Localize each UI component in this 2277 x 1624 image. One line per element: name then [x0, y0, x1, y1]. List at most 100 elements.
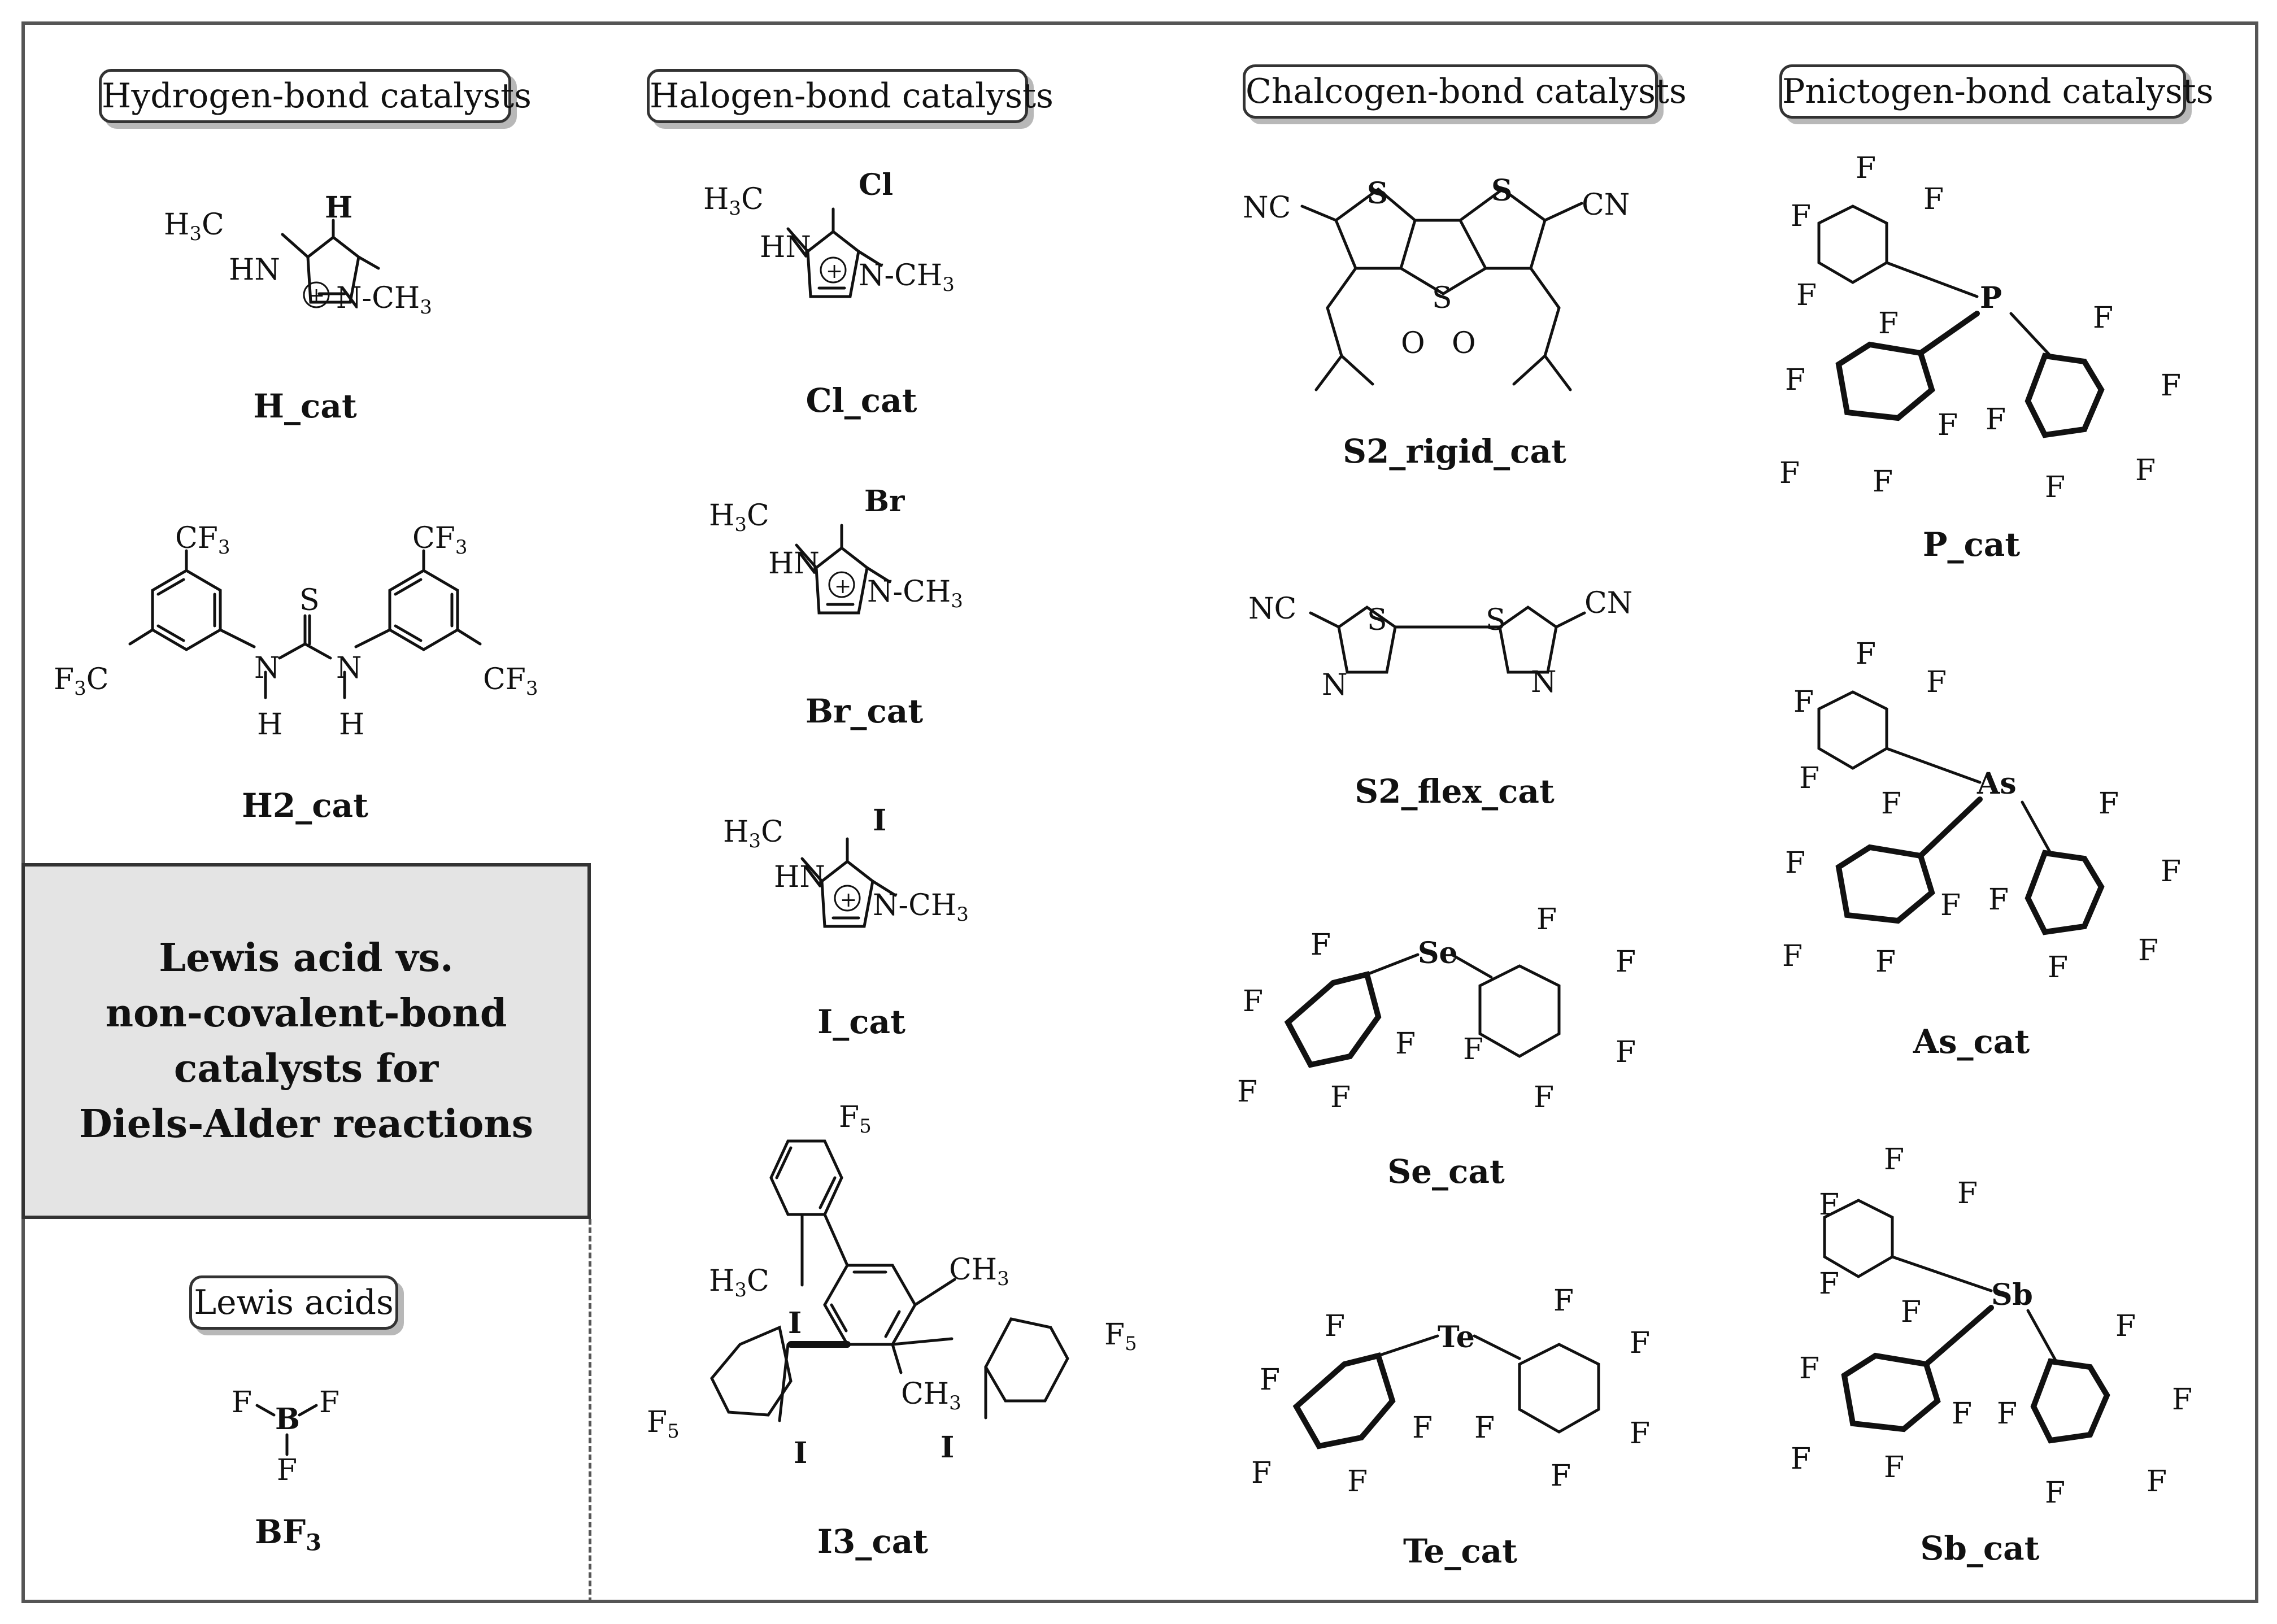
structure-s2-flex	[1309, 605, 1586, 674]
f-sb-3: F	[1957, 1177, 1978, 1211]
f-te-8: F	[1474, 1411, 1495, 1445]
atom-o-a: O	[1401, 326, 1425, 360]
f-p-3: F	[1923, 182, 1944, 216]
atom-f5-b: F5	[1104, 1318, 1137, 1355]
f-te-9: F	[1630, 1417, 1650, 1451]
atom-hn: HN	[229, 253, 280, 287]
atom-cf3-a: CF3	[175, 521, 230, 559]
structure-as-cat	[1817, 690, 2105, 935]
f-se-6: F	[1536, 903, 1557, 937]
structure-i3-cat	[710, 1139, 1069, 1422]
f-se-2: F	[1243, 985, 1263, 1018]
label-se-cat: Se_cat	[1387, 1152, 1505, 1191]
atom-n-a: N	[254, 651, 280, 685]
f-se-9: F	[1616, 1035, 1636, 1069]
atom-br: Br	[864, 484, 905, 519]
bf3-base: BF	[254, 1513, 306, 1551]
atom-f5-a: F5	[839, 1100, 872, 1138]
f-se-1: F	[1311, 928, 1331, 962]
structure-h-cat	[281, 219, 380, 308]
f-sb-8: F	[1791, 1442, 1811, 1476]
f-te-7: F	[1630, 1326, 1650, 1360]
header-pnictogen-bond: Pnictogen-bond catalysts	[1779, 64, 2214, 119]
atom-s-sulfone: S	[1432, 281, 1452, 315]
f-p-14: F	[2045, 471, 2065, 504]
f-as-2: F	[1793, 685, 1814, 719]
charge-plus-i: +	[840, 889, 857, 912]
f-as-6: F	[1785, 846, 1805, 880]
f-se-5: F	[1330, 1081, 1351, 1114]
atom-h3c-i: H3C	[723, 815, 783, 852]
atom-nch3: N-CH3	[336, 281, 432, 319]
label-te-cat: Te_cat	[1403, 1532, 1518, 1570]
structure-p-cat	[1817, 204, 2105, 438]
title-line-2: non-covalent-bond	[105, 991, 507, 1036]
structure-i-cat	[800, 837, 897, 928]
atom-b: B	[275, 1402, 300, 1436]
header-hydrogen-bond: Hydrogen-bond catalysts	[99, 69, 532, 123]
structure-se-cat	[1284, 953, 1561, 1068]
atom-f-bf-2: F	[319, 1386, 339, 1420]
f-sb-13: F	[2147, 1465, 2167, 1499]
f-as-4: F	[1799, 761, 1819, 795]
f-p-12: F	[1986, 403, 2006, 437]
structure-s2-rigid	[1300, 187, 1583, 391]
f-p-9: F	[1873, 465, 1893, 499]
f-as-3: F	[1926, 665, 1947, 699]
f-te-4: F	[1251, 1456, 1272, 1490]
f-as-13: F	[2138, 934, 2158, 968]
atom-h-b: H	[339, 708, 364, 742]
atom-s-flex-b: S	[1486, 603, 1506, 637]
charge-plus-cl: +	[826, 260, 843, 283]
atom-i: I	[873, 803, 886, 838]
atom-i-i3-a: I	[788, 1306, 802, 1340]
atom-f3c: F3C	[54, 663, 109, 700]
f-te-5: F	[1347, 1465, 1368, 1499]
f-as-1: F	[1856, 637, 1876, 671]
atom-cn-rigid: CN	[1582, 188, 1630, 222]
atom-hn-i: HN	[774, 860, 825, 894]
atom-o-b: O	[1452, 326, 1476, 360]
bf3-sub: 3	[306, 1529, 322, 1556]
header-lewis-acids: Lewis acids	[189, 1275, 398, 1330]
f-as-11: F	[2161, 855, 2181, 889]
atom-s-rigid-b: S	[1491, 173, 1513, 208]
f-te-6: F	[1553, 1284, 1574, 1318]
label-i3-cat: I3_cat	[817, 1522, 929, 1561]
header-halogen-bond: Halogen-bond catalysts	[647, 69, 1053, 123]
label-bf3: BF3	[255, 1513, 321, 1556]
label-h2-cat: H2_cat	[242, 786, 368, 825]
f-as-7: F	[1940, 889, 1961, 922]
f-te-1: F	[1325, 1309, 1345, 1343]
f-se-4: F	[1237, 1075, 1257, 1109]
f-sb-14: F	[2045, 1476, 2065, 1510]
f-se-7: F	[1616, 945, 1636, 979]
label-s2-flex-cat: S2_flex_cat	[1355, 772, 1555, 811]
atom-p: P	[1980, 281, 2002, 315]
atom-f-bf-3: F	[277, 1453, 297, 1487]
label-cl-cat: Cl_cat	[806, 381, 917, 420]
atom-ch3-i3-a: CH3	[949, 1253, 1009, 1290]
atom-te: Te	[1438, 1320, 1475, 1355]
f-sb-4: F	[1819, 1267, 1839, 1301]
atom-nch3-i: N-CH3	[873, 889, 969, 926]
atom-cf3-b: CF3	[412, 521, 468, 559]
f-p-6: F	[1785, 363, 1805, 397]
atom-f-bf-1: F	[232, 1386, 252, 1420]
label-br-cat: Br_cat	[805, 692, 924, 730]
dashed-divider	[589, 1219, 591, 1603]
atom-n-b: N	[336, 651, 362, 685]
structure-bf3	[255, 1404, 318, 1456]
atom-h3c-i3: H3C	[709, 1264, 769, 1301]
structure-sb-cat	[1823, 1199, 2110, 1444]
label-h-cat: H_cat	[253, 387, 357, 425]
f-sb-1: F	[1884, 1143, 1904, 1177]
atom-cf3-c: CF3	[483, 663, 538, 700]
atom-ch3-i3-b: CH3	[901, 1377, 961, 1414]
f-se-3: F	[1395, 1027, 1416, 1061]
atom-se: Se	[1418, 936, 1458, 970]
f-te-3: F	[1412, 1411, 1433, 1445]
f-p-2: F	[1791, 199, 1811, 233]
structure-cl-cat	[786, 207, 883, 298]
